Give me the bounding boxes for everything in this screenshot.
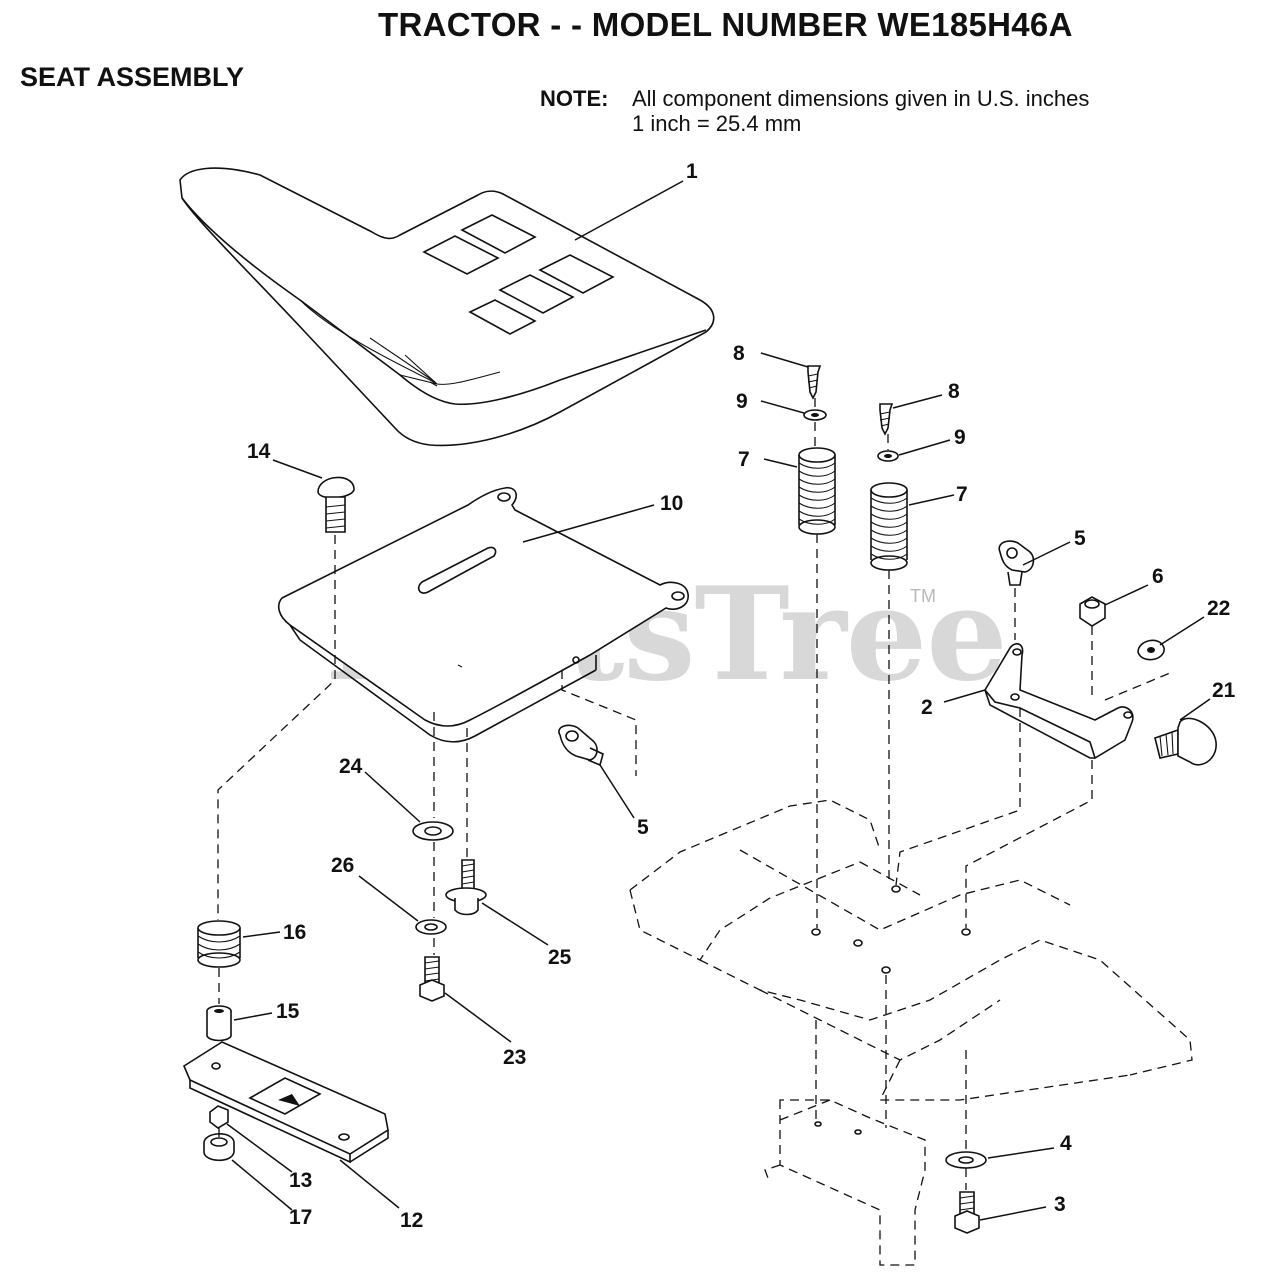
callout-9-right: 9 <box>954 426 966 449</box>
seat-part <box>179 167 715 447</box>
callout-9-left: 9 <box>736 390 748 413</box>
trademark-mark: TM <box>910 586 936 606</box>
callout-3: 3 <box>1054 1193 1066 1216</box>
note-label: NOTE: <box>540 86 609 111</box>
callout-7-left: 7 <box>738 448 750 471</box>
lock-washer-26-part <box>415 919 447 935</box>
callout-7-right: 7 <box>956 483 968 506</box>
shoulder-bolt-part <box>1154 717 1217 766</box>
spring-left-part <box>798 447 836 535</box>
callout-17: 17 <box>289 1206 312 1229</box>
note-line-2: 1 inch = 25.4 mm <box>632 111 802 136</box>
callout-2: 2 <box>921 696 933 719</box>
washer-left-part <box>803 409 827 421</box>
callout-15: 15 <box>276 1000 300 1023</box>
bracket-12-part <box>182 1041 389 1164</box>
diagram-title: TRACTOR - - MODEL NUMBER WE185H46A <box>378 6 1073 43</box>
washer-24-part <box>412 821 454 841</box>
callout-8-right: 8 <box>948 380 960 403</box>
callout-5-right: 5 <box>1074 527 1086 550</box>
flat-washer-22-part <box>1137 639 1165 661</box>
frame-holes <box>811 885 971 1135</box>
callout-26: 26 <box>331 854 354 877</box>
washer-4-part <box>945 1151 987 1169</box>
carriage-bolt-part <box>317 476 355 533</box>
callout-4: 4 <box>1060 1132 1072 1155</box>
nut-17-part <box>203 1133 235 1162</box>
frame-reference-dashed <box>629 799 1193 1266</box>
callout-6: 6 <box>1152 565 1164 588</box>
section-title: SEAT ASSEMBLY <box>20 62 245 92</box>
note-line-1: All component dimensions given in U.S. i… <box>632 86 1090 111</box>
callout-numbers: 1 8 8 9 9 7 7 14 10 5 6 22 21 2 24 5 26 … <box>247 160 1236 1232</box>
dimension-note: NOTE: All component dimensions given in U… <box>540 86 1089 136</box>
seat-pan-part <box>277 486 689 743</box>
spring-16-part <box>197 920 241 968</box>
callout-13: 13 <box>289 1169 312 1192</box>
assembly-lines <box>217 398 1171 1190</box>
callout-12: 12 <box>400 1209 423 1232</box>
callout-10: 10 <box>660 492 683 515</box>
callout-24: 24 <box>339 755 363 778</box>
locknut-part <box>1079 596 1106 627</box>
callout-1: 1 <box>686 160 698 183</box>
callout-14: 14 <box>247 440 271 463</box>
spring-right-part <box>870 482 908 571</box>
hex-bolt-23-part <box>419 956 445 1002</box>
nut-13-part <box>209 1105 229 1129</box>
washer-right-part <box>877 450 899 462</box>
callout-25: 25 <box>548 946 572 969</box>
callout-23: 23 <box>503 1046 526 1069</box>
spacer-15-part <box>206 1005 232 1042</box>
flange-bolt-25-part <box>445 859 487 916</box>
callout-22: 22 <box>1207 597 1230 620</box>
note-text: All component dimensions given in U.S. i… <box>632 86 1089 136</box>
callout-8-left: 8 <box>733 342 745 365</box>
leader-lines <box>226 180 1211 1221</box>
screw-left-part <box>807 365 822 400</box>
callout-21: 21 <box>1212 679 1236 702</box>
bracket-part <box>984 643 1134 760</box>
bolt-3-part <box>954 1191 980 1234</box>
callout-16: 16 <box>283 921 306 944</box>
screw-right-part <box>879 403 894 436</box>
clip-part-left <box>558 724 604 767</box>
callout-5-left: 5 <box>637 816 649 839</box>
